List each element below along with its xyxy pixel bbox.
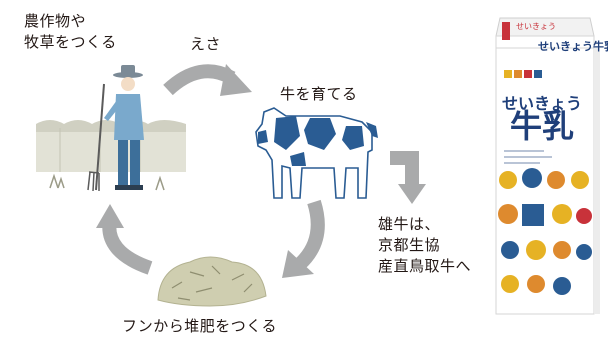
- label-ship-line1: 雄牛は、: [378, 215, 441, 233]
- farmer-illustration: [87, 65, 144, 192]
- compost-pile-illustration: [157, 256, 267, 307]
- cycle-arrow-manure-head: [282, 250, 314, 278]
- cycle-arrow-feed-head: [220, 64, 252, 96]
- carton-brand-small: せいきょう牛乳: [538, 40, 608, 53]
- milk-carton-product: せいきょう せいきょう牛乳 せいきょう 牛乳: [486, 4, 608, 318]
- label-farm: 農作物や 牧草をつくる: [24, 11, 117, 53]
- carton-top-label: せいきょう: [516, 22, 556, 31]
- cycle-arrow-ship: [390, 151, 419, 188]
- label-ship-line3: 産直鳥取牛へ: [378, 257, 472, 275]
- label-compost: フンから堆肥をつくる: [122, 317, 278, 335]
- label-ship: 雄牛は、 京都生協 産直鳥取牛へ: [378, 214, 471, 277]
- crop-field-illustration: [36, 120, 186, 191]
- label-farm-line1: 農作物や: [24, 12, 87, 30]
- label-ship-line2: 京都生協: [378, 236, 441, 254]
- cycle-arrow-compost-head: [96, 204, 124, 228]
- cow-illustration: [255, 107, 378, 199]
- label-farm-line2: 牧草をつくる: [24, 33, 117, 51]
- carton-brand-line2: 牛乳: [510, 107, 575, 145]
- label-feed: えさ: [190, 35, 222, 53]
- carton-brand-line1: せいきょう: [502, 94, 583, 113]
- cycle-arrow-manure: [295, 199, 325, 270]
- cycle-arrow-ship-head: [398, 184, 426, 204]
- milk-carton-graphic: [495, 17, 600, 315]
- label-raise-cattle: 牛を育てる: [280, 85, 358, 103]
